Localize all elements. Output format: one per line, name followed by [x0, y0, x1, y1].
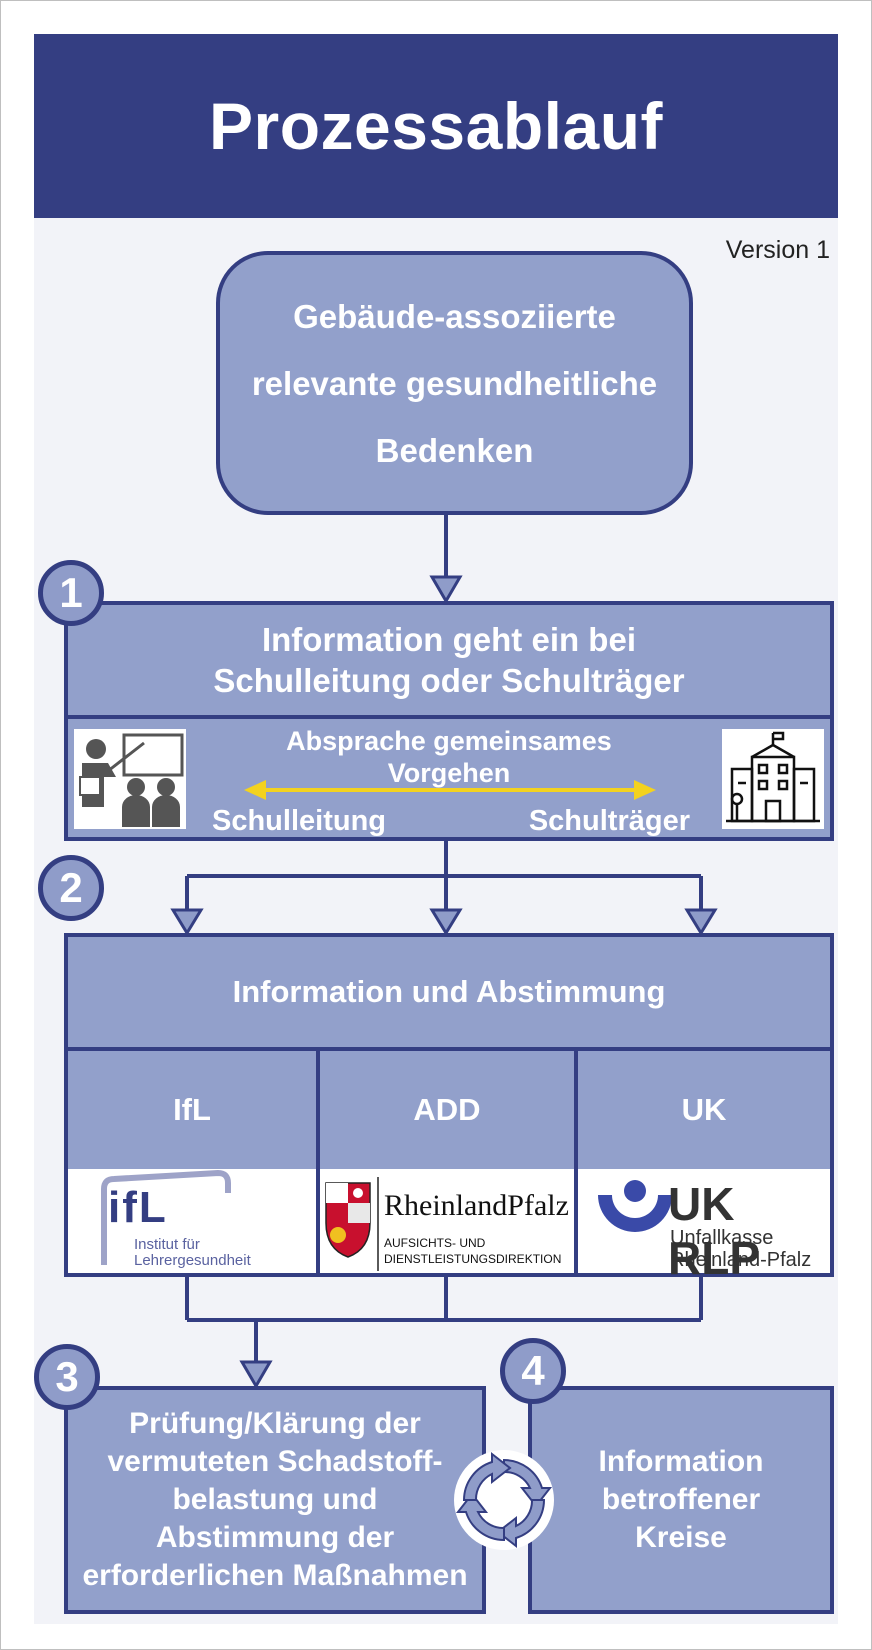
teacher-icon — [74, 729, 186, 829]
cycle-arrows-icon — [454, 1450, 554, 1550]
uk-rlp-emblem-icon — [598, 1180, 672, 1232]
exchange-line-2: Vorgehen — [387, 758, 511, 788]
rlp-logo-sub-1: AUFSICHTS- UND — [384, 1236, 486, 1250]
step1-title-line-1: Information geht ein bei — [261, 621, 636, 658]
label-schultraeger: Schulträger — [528, 805, 690, 837]
start-line-1: Gebäude-assoziierte — [293, 297, 616, 335]
start-line-3: Bedenken — [375, 431, 534, 469]
ifl-logo-sub-1: Institut für — [134, 1236, 200, 1253]
uk-rlp-logo: UK RLP Unfallkasse Rheinland-Pfalz — [578, 1169, 830, 1284]
step3-line-3: belastung und — [172, 1483, 378, 1516]
ifl-logo-sub-2: Lehrergesundheit — [134, 1252, 251, 1269]
step2-number-badge: 2 — [38, 855, 104, 921]
rlp-logo-sub-2: DIENSTLEISTUNGSDIREKTION — [384, 1252, 562, 1266]
exchange-line-1: Absprache gemeinsames — [286, 726, 612, 756]
step4-line-2: betroffener — [601, 1483, 761, 1516]
ifl-logo: ifL Institut für Lehrergesundheit — [68, 1169, 316, 1273]
header-banner: Prozessablauf — [34, 34, 838, 218]
uk-logo-subtitle: Unfallkasse Rheinland-Pfalz — [670, 1227, 811, 1271]
column-ifl-name: IfL — [173, 1092, 211, 1127]
school-building-icon — [722, 729, 824, 829]
rlp-coat-of-arms-icon — [325, 1177, 379, 1271]
label-schulleitung: Schulleitung — [212, 805, 386, 837]
step1-box: Information geht ein bei Schulleitung od… — [64, 601, 834, 841]
step4-box: Information betroffener Kreise — [528, 1386, 834, 1614]
start-line-2: relevante gesundheitliche — [251, 364, 658, 402]
start-box: Gebäude-assoziierte relevante gesundheit… — [216, 251, 693, 515]
column-uk: UK UK RLP Unfallkasse Rheinland-Pfalz — [578, 1051, 830, 1284]
step3-line-4: Abstimmung der — [155, 1521, 395, 1554]
ifl-logo-subtitle: Institut für Lehrergesundheit — [134, 1237, 251, 1269]
rlp-logo-text: RheinlandPfalz — [384, 1189, 569, 1222]
rlp-add-logo: RheinlandPfalz AUFSICHTS- UND DIENSTLEIS… — [320, 1169, 574, 1273]
step3-line-1: Prüfung/Klärung der — [129, 1407, 421, 1440]
page-title: Prozessablauf — [209, 89, 663, 163]
step1-number-badge: 1 — [38, 560, 104, 626]
column-add-name: ADD — [413, 1092, 481, 1127]
step3-box: Prüfung/Klärung der vermuteten Schadstof… — [64, 1386, 486, 1614]
ifl-logo-text: ifL — [108, 1183, 168, 1232]
version-label: Version 1 — [725, 236, 830, 264]
step1-title: Information geht ein bei Schulleitung od… — [68, 605, 830, 719]
double-arrow-icon — [244, 780, 656, 800]
step4-line-1: Information — [598, 1445, 764, 1478]
step1-exchange-area: Absprache gemeinsames Vorgehen Schulleit… — [68, 719, 830, 837]
rlp-logo-subtitle: AUFSICHTS- UND DIENSTLEISTUNGSDIREKTION — [384, 1235, 561, 1267]
exchange-label: Absprache gemeinsames Vorgehen — [228, 725, 670, 789]
step1-title-line-2: Schulleitung oder Schulträger — [213, 662, 685, 699]
uk-logo-sub-1: Unfallkasse — [670, 1227, 774, 1249]
step3-line-2: vermuteten Schadstoff- — [107, 1445, 443, 1478]
uk-logo-sub-2: Rheinland-Pfalz — [670, 1249, 812, 1271]
column-ifl: IfL ifL Institut für Lehrergesundheit — [68, 1051, 320, 1273]
step3-line-5: erforderlichen Maßnahmen — [82, 1559, 468, 1592]
step3-number-badge: 3 — [34, 1344, 100, 1410]
step4-number-badge: 4 — [500, 1338, 566, 1404]
column-uk-name: UK — [681, 1092, 727, 1127]
uk-logo-text: UK RLP — [668, 1178, 760, 1284]
column-add: ADD RheinlandPfalz AUFSICHTS- UND DIENST… — [320, 1051, 578, 1273]
step2-title: Information und Abstimmung — [68, 937, 830, 1051]
step2-box: Information und Abstimmung IfL ifL Insti… — [64, 933, 834, 1284]
step4-line-3: Kreise — [635, 1521, 727, 1554]
